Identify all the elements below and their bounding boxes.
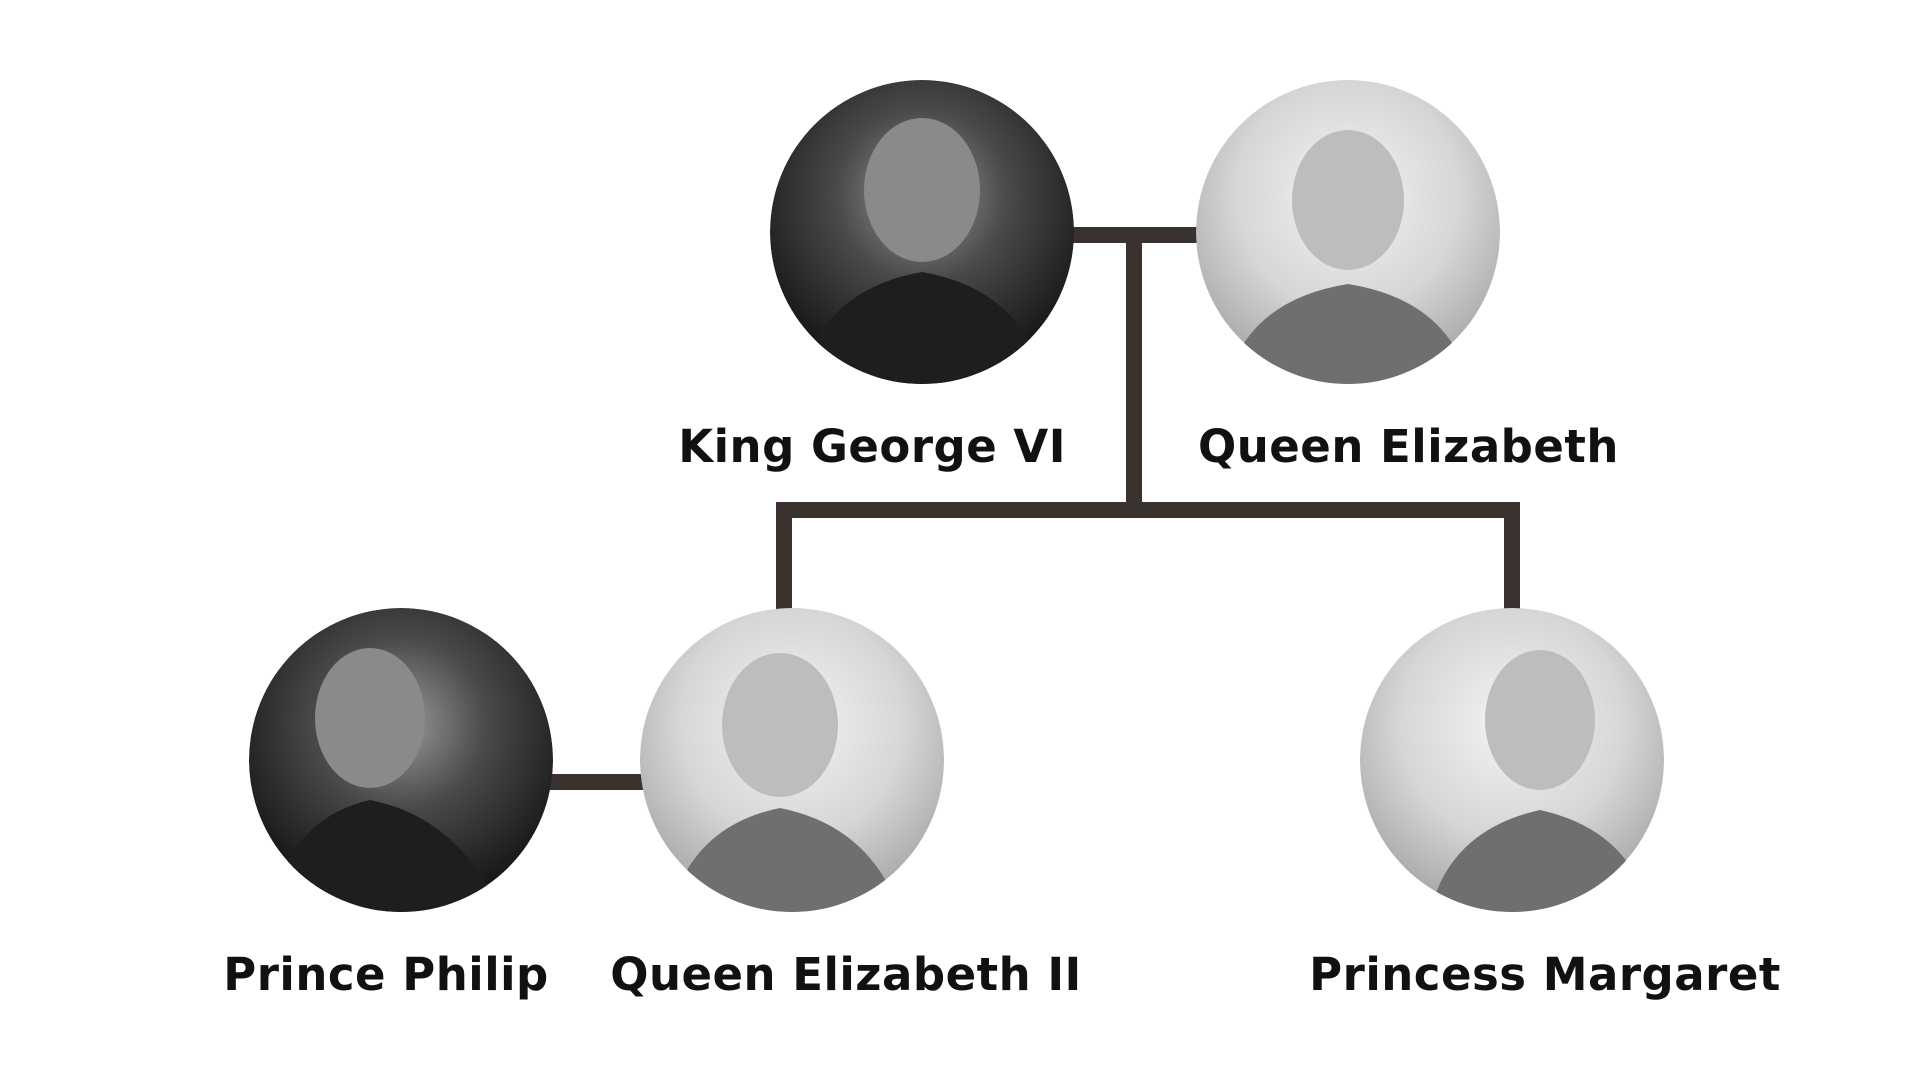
- person-node-king-george-vi[interactable]: King George VI: [678, 80, 1074, 473]
- person-name-label: Queen Elizabeth II: [610, 948, 1082, 1001]
- person-node-princess-margaret[interactable]: Princess Margaret: [1309, 608, 1781, 1001]
- person-name-label: Prince Philip: [223, 948, 549, 1001]
- portrait-photo: [770, 80, 1074, 384]
- connectors: [545, 227, 1520, 790]
- person-name-label: Queen Elizabeth: [1198, 420, 1619, 473]
- portrait-photo: [1196, 80, 1500, 384]
- person-node-queen-elizabeth[interactable]: Queen Elizabeth: [1196, 80, 1619, 473]
- portrait-photo: [1360, 608, 1664, 912]
- portrait-photo: [249, 608, 553, 912]
- person-node-prince-philip[interactable]: Prince Philip: [223, 608, 553, 1001]
- portrait-photo: [640, 608, 944, 912]
- person-name-label: Princess Margaret: [1309, 948, 1781, 1001]
- person-node-queen-elizabeth-ii[interactable]: Queen Elizabeth II: [610, 608, 1082, 1001]
- person-name-label: King George VI: [678, 420, 1066, 473]
